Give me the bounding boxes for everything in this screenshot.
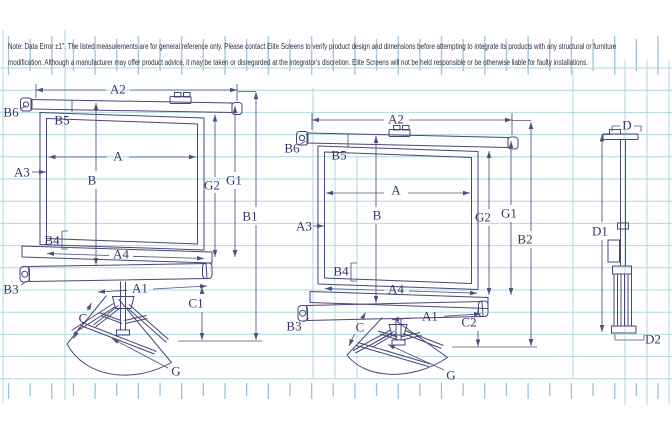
tripod-base [66, 281, 173, 376]
dim-label-c-left: C [79, 311, 88, 326]
dim-label-d2-side: D2 [645, 332, 661, 347]
lower-crossbar [19, 262, 213, 283]
disclaimer-note-line1: Note: Data Error ±1". The listed measure… [8, 42, 617, 51]
dim-label-b6-mid: B6 [284, 141, 300, 156]
dim-label-g1-mid: G1 [501, 206, 517, 221]
dim-label-b3-mid: B3 [286, 319, 301, 334]
side-view: D D1 D2 [592, 118, 661, 347]
dim-label-c1-left: C1 [188, 296, 203, 311]
dim-label-b5-mid: B5 [331, 148, 346, 163]
dim-label-a1-mid: A1 [422, 309, 438, 324]
top-case-bar [20, 97, 243, 115]
screen-frame [317, 145, 479, 291]
dim-label-c-mid: C [356, 320, 365, 335]
dimension-lines [599, 125, 645, 341]
lower-crossbar [297, 300, 489, 322]
front-view-lowered: A2 B6 B5 A A3 B G2 G1 B2 B4 A4 B3 A1 C2 … [284, 112, 537, 383]
carry-handle-clip [388, 125, 411, 137]
dim-label-g-left: G [171, 364, 180, 379]
dim-label-a3-left: A3 [14, 165, 30, 180]
graph-paper-grid [0, 30, 672, 405]
dim-label-g2-mid: G2 [475, 210, 491, 225]
disclaimer-note-line2: modification. Although a manufacturer ma… [8, 58, 588, 67]
dim-label-b4-mid: B4 [333, 264, 349, 279]
dim-label-a1-left: A1 [132, 281, 148, 296]
dim-label-g2-left: G2 [204, 178, 220, 193]
dim-label-a2-mid: A2 [388, 112, 404, 127]
dim-label-g-mid: G [446, 368, 455, 383]
carry-handle-clip [169, 92, 192, 104]
dim-label-b-mid: B [373, 208, 382, 223]
pole-side-profile [607, 139, 632, 275]
dim-label-c2-mid: C2 [461, 315, 476, 330]
tripod-base [346, 317, 449, 375]
dim-label-b2-mid: B2 [517, 232, 532, 247]
dim-label-b4-left: B4 [44, 233, 60, 248]
dim-label-b3-left: B3 [3, 282, 18, 297]
dim-label-a4-left: A4 [113, 247, 129, 262]
dim-label-d1-side: D1 [592, 224, 608, 239]
bottom-slat-bar [21, 245, 213, 264]
dim-label-a-left: A [113, 149, 123, 164]
front-view-extended: A2 B6 B5 A A3 B G2 G1 B1 B4 A4 B3 A1 C1 … [3, 82, 262, 379]
dim-label-d-side: D [622, 118, 631, 133]
dim-label-g1-left: G1 [226, 173, 242, 188]
dimension-lines [20, 84, 262, 369]
dim-label-a3-mid: A3 [296, 219, 312, 234]
dim-label-b6-left: B6 [3, 105, 19, 120]
top-case-bar [296, 131, 519, 150]
dimension-lines [299, 113, 537, 371]
dim-label-a4-mid: A4 [388, 282, 404, 297]
dim-label-a-mid: A [391, 183, 401, 198]
dim-label-b5-left: B5 [54, 113, 69, 128]
dim-label-b-left: B [88, 173, 97, 188]
folded-legs-profile [611, 274, 637, 334]
dim-label-b1-left: B1 [242, 209, 257, 224]
dim-label-a2-left: A2 [110, 82, 126, 97]
screen-frame [39, 111, 205, 251]
